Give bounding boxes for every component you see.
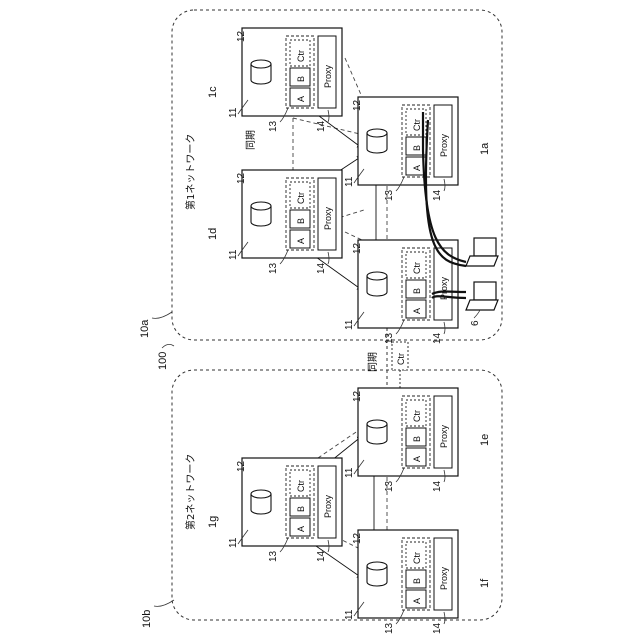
service-group-ref: 13	[268, 262, 279, 274]
proxy-ref: 14	[432, 189, 443, 201]
database-ref: 11	[344, 609, 355, 620]
node-1c: CtrA B Proxy 12 11 13 14 1c	[207, 28, 342, 132]
controller-ref: 12	[352, 390, 363, 402]
network-name-10a: 第1ネットワーク	[184, 134, 197, 210]
controller-label: Ctr	[412, 262, 422, 274]
database-icon	[367, 129, 387, 153]
database-ref: 11	[228, 107, 239, 118]
database-ref: 11	[344, 467, 355, 478]
controller-label: Ctr	[412, 552, 422, 564]
node-label: 1f	[479, 578, 491, 588]
service-b-label: B	[412, 145, 422, 151]
service-group-ref: 13	[384, 189, 395, 201]
service-group-ref: 13	[384, 332, 395, 344]
service-b-label: B	[296, 218, 306, 224]
database-icon	[367, 272, 387, 296]
service-a-label: A	[412, 456, 422, 462]
controller-label: Ctr	[296, 192, 306, 204]
database-ref: 11	[344, 176, 355, 187]
network-label-10b: 10b	[141, 610, 153, 628]
service-group-ref: 13	[268, 550, 279, 562]
node-label: 1c	[207, 86, 219, 98]
proxy-ref: 14	[432, 480, 443, 492]
laptop-icon	[466, 238, 498, 266]
service-a-label: A	[412, 598, 422, 604]
controller-ref: 12	[236, 30, 247, 42]
inter-network-sync-label: 同期	[367, 352, 379, 372]
controller-label: Ctr	[296, 50, 306, 62]
service-b-label: B	[412, 288, 422, 294]
service-a-label: A	[412, 308, 422, 314]
service-b-label: B	[296, 76, 306, 82]
proxy-label: Proxy	[323, 494, 333, 518]
service-a-label: A	[412, 165, 422, 171]
proxy-label: Proxy	[439, 566, 449, 590]
service-a-label: A	[296, 238, 306, 244]
controller-ref: 12	[352, 99, 363, 111]
nodes-layer: CtrABProxy121113141aCtrABProxy121113141b…	[207, 28, 491, 634]
service-group-ref: 13	[384, 622, 395, 634]
network-name-10b: 第2ネットワーク	[184, 454, 197, 530]
controller-label: Ctr	[296, 480, 306, 492]
database-ref: 11	[228, 537, 239, 548]
node-label: 1d	[207, 228, 219, 240]
node-label: 1g	[207, 516, 219, 528]
node-label: 1a	[479, 142, 491, 155]
proxy-ref: 14	[316, 262, 327, 274]
database-ref: 11	[344, 319, 355, 330]
client-label: 6	[470, 320, 481, 326]
database-icon	[251, 202, 271, 226]
proxy-label: Proxy	[439, 424, 449, 448]
proxy-ref: 14	[432, 332, 443, 344]
service-a-label: A	[296, 526, 306, 532]
client-terminals: 6	[466, 238, 498, 326]
service-group-ref: 13	[384, 480, 395, 492]
system-label-leader	[162, 344, 174, 348]
service-b-label: B	[412, 436, 422, 442]
node-1g: CtrA B Proxy 12 11 13 14 1g	[207, 458, 342, 562]
database-icon	[367, 420, 387, 444]
controller-ref: 12	[352, 242, 363, 254]
database-icon	[251, 60, 271, 84]
controller-ref: 12	[236, 460, 247, 472]
controller-label: Ctr	[412, 410, 422, 422]
node-1b: CtrABProxy121113141b	[344, 240, 491, 344]
database-icon	[251, 490, 271, 514]
controller-ref: 12	[236, 172, 247, 184]
network-label-10a: 10a	[139, 319, 151, 338]
network-10a-leader	[152, 312, 172, 318]
proxy-label: Proxy	[323, 206, 333, 230]
node-1f: CtrA B Proxy 12 11 13 14 1f	[344, 530, 491, 634]
controller-ref: 12	[352, 532, 363, 544]
service-group-ref: 13	[268, 120, 279, 132]
service-b-label: B	[296, 506, 306, 512]
node-label: 1e	[479, 434, 491, 446]
proxy-ref: 14	[432, 622, 443, 634]
database-ref: 11	[228, 249, 239, 260]
node-1d: CtrA B Proxy 12 11 13 14 1d	[207, 170, 342, 274]
service-a-label: A	[296, 96, 306, 102]
node-1e: CtrA B Proxy 12 11 13 14 1e	[344, 388, 491, 492]
intra-network-sync-label: 同期	[245, 130, 257, 150]
proxy-ref: 14	[316, 550, 327, 562]
database-icon	[367, 562, 387, 586]
external-controller-label: Ctr	[396, 353, 406, 365]
client-label-leader	[474, 310, 480, 318]
proxy-label: Proxy	[439, 133, 449, 157]
controller-label: Ctr	[412, 119, 422, 131]
node-1a: CtrA B Proxy 12 11 13 14 1a	[344, 97, 491, 201]
system-label: 100	[157, 352, 169, 370]
proxy-label: Proxy	[323, 64, 333, 88]
service-b-label: B	[412, 578, 422, 584]
network-10b-leader	[154, 600, 174, 606]
proxy-ref: 14	[316, 120, 327, 132]
laptop-icon	[466, 282, 498, 310]
